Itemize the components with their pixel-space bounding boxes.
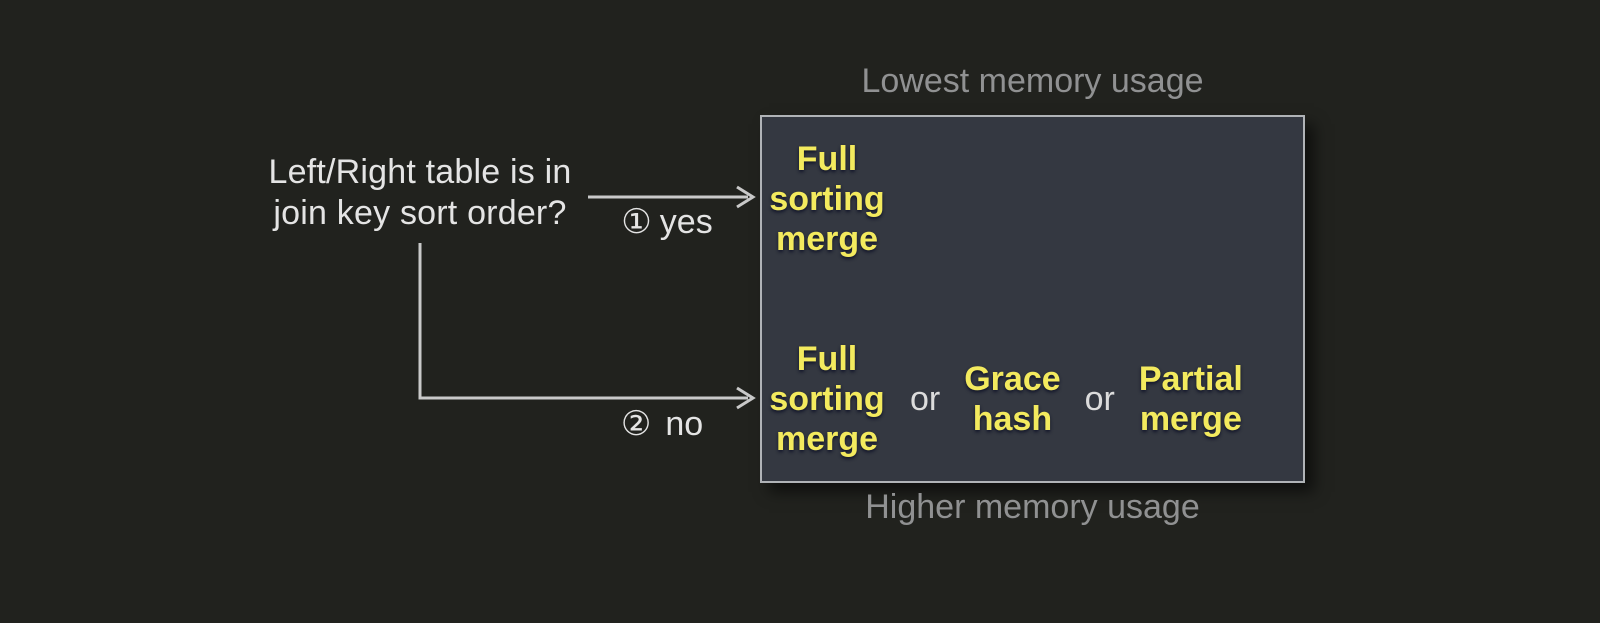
edge-label-no-text: no [665, 405, 704, 443]
algo-line: Partial [1138, 360, 1243, 398]
caption-higher-memory: Higher memory usage [865, 488, 1200, 526]
algo-partial-merge: Partial merge [1139, 359, 1243, 439]
question-line-1: Left/Right table is in [268, 153, 572, 191]
edge-label-no: ② no [592, 405, 732, 443]
algo-line: merge [775, 220, 879, 258]
question-line-2: join key sort order? [273, 194, 567, 232]
circled-one-icon: ① [621, 203, 652, 241]
algorithms-box: Full sorting merge Full sorting merge or… [760, 115, 1305, 483]
algo-line: Grace [964, 360, 1061, 398]
algo-grace-hash: Grace hash [964, 359, 1060, 439]
unsorted-options-row: Full sorting merge or Grace hash or Part… [768, 337, 1299, 461]
arrow-yes [588, 185, 756, 209]
algo-line: sorting [769, 180, 885, 218]
arrow-no [418, 243, 756, 410]
algo-line: hash [972, 400, 1053, 438]
algo-full-sorting-merge-unsorted: Full sorting merge [768, 339, 886, 459]
algo-full-sorting-merge-sorted: Full sorting merge [768, 139, 886, 259]
circled-two-icon: ② [620, 405, 652, 443]
or-separator-1: or [910, 380, 941, 418]
algo-line: Full [796, 140, 858, 178]
caption-lowest-memory: Lowest memory usage [861, 62, 1204, 100]
question-text: Left/Right table is in join key sort ord… [230, 152, 610, 234]
algo-line: merge [1139, 400, 1242, 438]
edge-label-yes-text: yes [659, 203, 713, 241]
algo-line: sorting [769, 380, 885, 418]
or-separator-2: or [1084, 380, 1115, 418]
algo-line: merge [775, 420, 879, 458]
algo-line: Full [796, 340, 858, 378]
